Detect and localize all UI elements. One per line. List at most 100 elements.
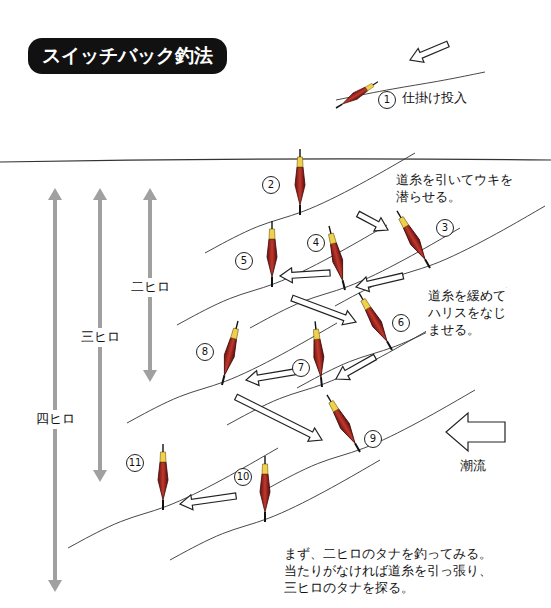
float-top	[269, 229, 275, 239]
depth-shaft	[53, 198, 57, 582]
callout-circle: 2	[262, 176, 280, 194]
float-body	[312, 339, 326, 378]
float-antenna	[236, 321, 238, 329]
note-text: 仕掛け投入	[400, 90, 469, 107]
float	[295, 149, 305, 215]
float-antenna	[299, 149, 300, 157]
float-stem	[321, 377, 322, 387]
arrow-head	[93, 470, 107, 482]
water-surface	[0, 159, 551, 162]
float-stem	[355, 443, 360, 452]
callout-circle: 11	[126, 454, 144, 472]
depth-label: 二ヒロ	[129, 278, 172, 297]
move-arrow	[289, 291, 358, 329]
callout-circle: 8	[196, 343, 214, 361]
callout-number: 4	[313, 238, 319, 248]
move-arrow	[233, 390, 326, 446]
float-body	[340, 86, 368, 107]
callout-circle: 4	[307, 234, 325, 252]
fishing-line	[170, 460, 380, 560]
float	[267, 221, 277, 287]
float	[158, 444, 168, 510]
callout-number: 1	[384, 95, 390, 105]
float-stem	[343, 280, 345, 290]
float-top	[365, 83, 374, 91]
float-antenna	[329, 226, 331, 234]
float	[393, 208, 435, 270]
float-top	[231, 328, 239, 339]
float-top	[160, 452, 166, 462]
note-text: 潮流	[458, 458, 488, 475]
callout-number: 10	[237, 472, 250, 482]
move-arrow	[354, 269, 404, 295]
callout-circle: 7	[292, 359, 310, 377]
fishing-line	[205, 153, 415, 253]
float-stem	[222, 375, 224, 385]
callout-number: 5	[241, 256, 247, 266]
fishing-line	[177, 225, 387, 325]
arrow-head	[93, 188, 107, 200]
float-antenna	[271, 221, 272, 229]
callout-number: 2	[268, 180, 274, 190]
float-body	[158, 462, 168, 500]
fishing-line	[68, 448, 278, 548]
callout-number: 6	[398, 318, 404, 328]
title-box: スイッチバック釣法	[28, 38, 227, 74]
float-body	[220, 337, 239, 376]
float-stem	[264, 512, 266, 522]
callout-number: 8	[202, 347, 208, 357]
float	[334, 79, 380, 112]
fishing-line	[265, 390, 475, 490]
note-text: 道糸を緩めて ハリスをなじ ませる。	[426, 288, 516, 339]
depth-arrow	[48, 188, 62, 592]
depth-label: 三ヒロ	[79, 328, 122, 347]
float-antenna	[162, 444, 163, 452]
float-antenna	[264, 456, 265, 464]
float-antenna	[327, 395, 331, 402]
float-body	[364, 306, 392, 344]
callout-number: 9	[370, 434, 376, 444]
arrow-head	[143, 188, 157, 200]
float-body	[295, 167, 305, 205]
note-text: 道糸を引いてウキを 潜らせる。	[394, 172, 522, 206]
arrow-head	[143, 370, 157, 382]
float-antenna	[359, 293, 363, 300]
move-arrow	[280, 266, 331, 284]
title: スイッチバック釣法	[42, 43, 213, 69]
move-arrow	[354, 207, 391, 236]
move-arrow	[407, 37, 451, 67]
float-antenna	[373, 82, 378, 85]
callout-circle: 1	[378, 91, 396, 109]
float-top	[398, 216, 408, 228]
callout-circle: 6	[392, 314, 410, 332]
float-top	[328, 400, 338, 412]
float-body	[267, 239, 277, 277]
float-top	[360, 298, 370, 310]
float-stem	[271, 277, 273, 287]
float-top	[262, 464, 268, 474]
float-body	[402, 224, 430, 262]
float-body	[329, 242, 348, 281]
float-top	[297, 157, 303, 167]
move-arrow	[332, 350, 378, 385]
float-body	[260, 474, 270, 512]
float-top	[313, 329, 320, 340]
float	[260, 456, 270, 522]
float	[355, 290, 397, 352]
float-top	[328, 233, 336, 244]
float-stem	[425, 259, 430, 268]
callout-circle: 9	[364, 430, 382, 448]
note-text: まず、二ヒロのタナを釣ってみる。 当たりがなければ道糸を引っ張り、 三ヒロのタナ…	[282, 546, 508, 597]
arrow-head	[48, 188, 62, 200]
float-antenna	[397, 211, 401, 218]
float-antenna	[314, 321, 316, 329]
move-arrow	[446, 413, 505, 451]
float	[217, 320, 243, 386]
callout-number: 7	[298, 363, 304, 373]
float-stem	[387, 341, 392, 350]
move-arrow	[179, 489, 237, 512]
callout-circle: 3	[436, 219, 454, 237]
float-stem	[336, 104, 342, 108]
callout-number: 11	[129, 458, 142, 468]
